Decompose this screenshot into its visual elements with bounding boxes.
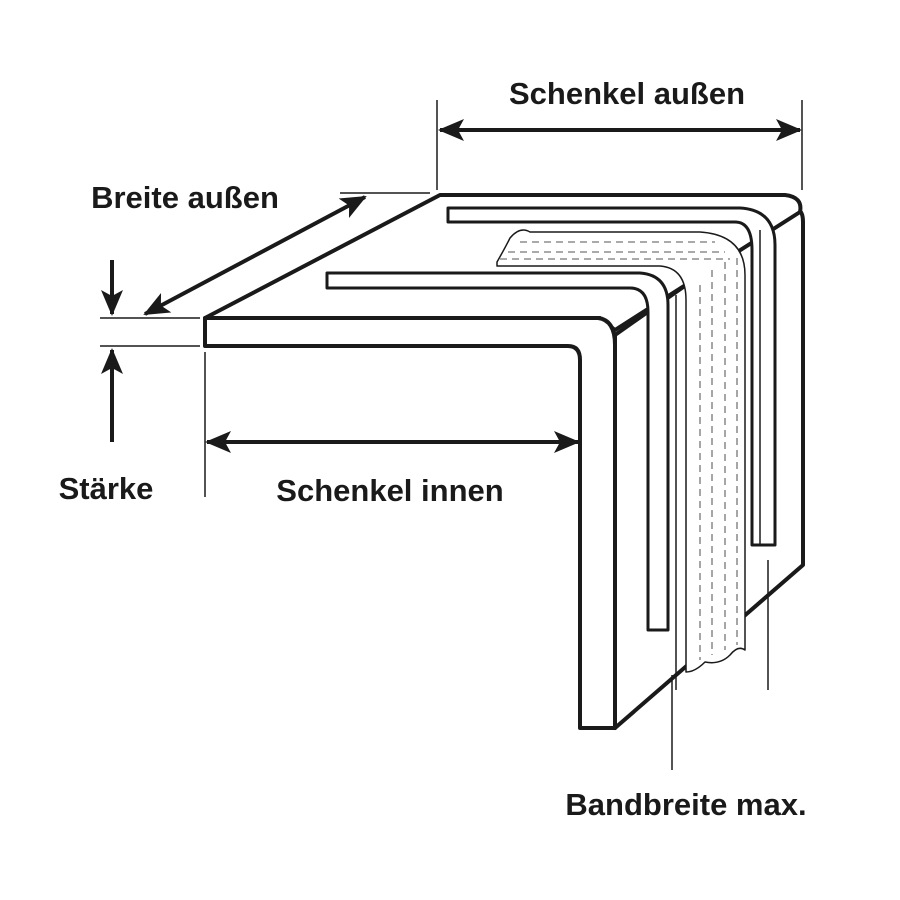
label-breite-aussen: Breite außen (91, 180, 279, 215)
breite-aussen-arrow (143, 195, 367, 316)
inner-strip-front (325, 271, 670, 632)
label-staerke: Stärke (59, 471, 154, 506)
front-face (203, 316, 617, 730)
inner-strip-back (446, 206, 777, 547)
extension-lines (100, 100, 803, 770)
label-schenkel-innen: Schenkel innen (276, 473, 503, 508)
tape (496, 229, 746, 673)
label-bandbreite-max: Bandbreite max. (565, 787, 806, 822)
tape-perforation (500, 241, 738, 660)
label-schenkel-aussen: Schenkel außen (509, 76, 745, 111)
